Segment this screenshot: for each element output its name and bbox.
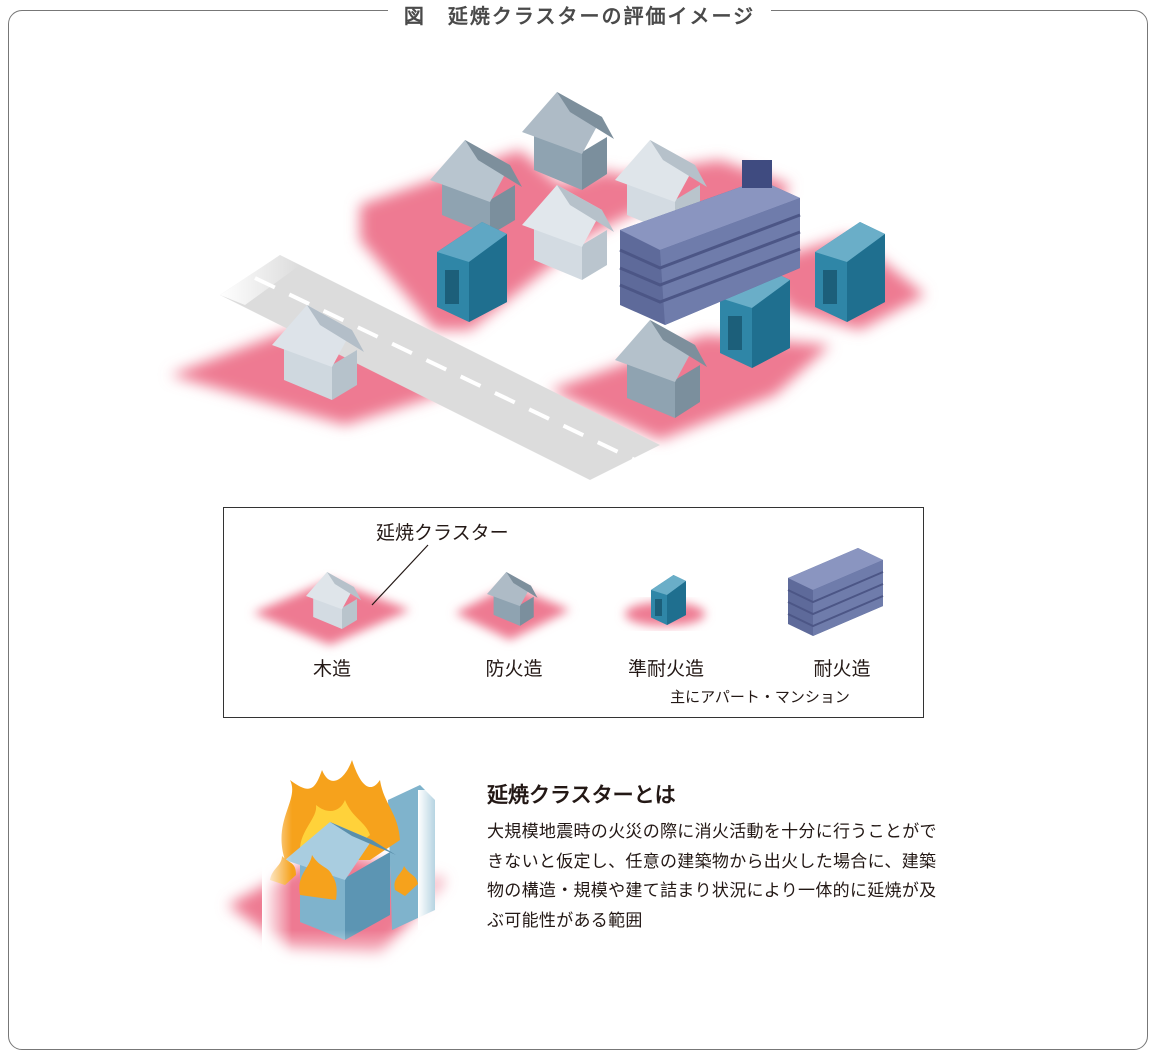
figure-title: 図 延焼クラスターの評価イメージ <box>0 0 1159 29</box>
tower-quasi-fireproof <box>815 222 885 322</box>
road <box>220 255 660 480</box>
city-illustration <box>170 92 925 980</box>
houses <box>272 92 707 418</box>
tower-quasi-fireproof <box>437 222 507 322</box>
burning-house-illustration <box>228 760 482 980</box>
legend-tower-quasi <box>651 575 686 625</box>
legend-leader-line <box>371 544 429 606</box>
fireproof-apartment <box>619 160 801 325</box>
legend-note: 主にアパート・マンション <box>670 688 850 706</box>
legend-label-fireproof: 耐火造 <box>813 658 871 680</box>
legend-cluster-label: 延焼クラスター <box>376 522 509 544</box>
house-wood <box>272 305 364 400</box>
legend-label-fireproof-wood: 防火造 <box>485 658 543 680</box>
definition-body: 大規模地震時の火災の際に消火活動を十分に行うことができないと仮定し、任意の建築物… <box>487 822 937 931</box>
definition-title: 延焼クラスターとは <box>487 783 676 807</box>
background-building <box>388 785 448 930</box>
house-fireproof-wood <box>615 320 707 418</box>
legend-house-wood <box>306 572 362 629</box>
legend-house-fireproof-wood <box>487 572 538 626</box>
legend-label-quasi-fireproof: 準耐火造 <box>627 658 704 680</box>
legend-illustrations <box>253 544 884 645</box>
legend-apartment-fireproof <box>787 548 884 636</box>
house-fireproof-wood <box>522 92 614 190</box>
house-wood <box>522 185 614 280</box>
legend-box <box>223 507 924 718</box>
quasi-fireproof-buildings <box>437 222 885 368</box>
house-wood <box>430 140 522 235</box>
legend-label-wood: 木造 <box>312 658 351 680</box>
